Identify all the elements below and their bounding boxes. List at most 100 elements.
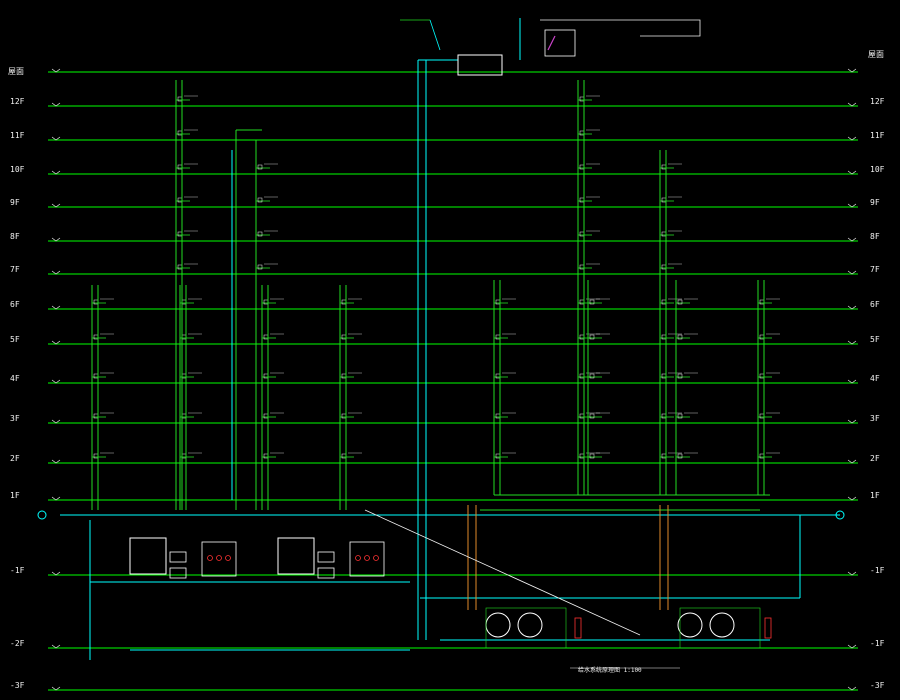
valve-symbol [677,373,683,379]
level-label-left: 1F [10,491,20,500]
water-tank [277,537,315,575]
pipe-end-marker [37,510,47,520]
elevation-marker [847,379,857,384]
elevation-marker [51,340,61,345]
pump [169,551,187,563]
valve-symbol [589,413,595,419]
drawing-caption: 给水系统原理图 1:100 [578,666,642,674]
level-label-left: 6F [10,300,20,309]
valve-symbol [677,299,683,305]
level-label-right: 11F [870,131,885,140]
level-label-left: 4F [10,374,20,383]
level-label-right: 5F [870,335,880,344]
elevation-marker [51,419,61,424]
pump-indicator [207,555,213,561]
elevation-marker [51,571,61,576]
elevation-marker [847,686,857,691]
level-label-left: 2F [10,454,20,463]
floor-lines [48,68,858,691]
elevation-marker [847,136,857,141]
level-label-right: 12F [870,97,885,106]
roof-water-tank [457,54,503,76]
control-panel [349,541,385,577]
elevation-marker [847,270,857,275]
elevation-marker [847,459,857,464]
level-label-left: 7F [10,265,20,274]
level-label-right: -1F [870,639,885,648]
level-label-right: 2F [870,454,880,463]
valve-symbol [677,453,683,459]
elevation-marker [847,68,857,73]
valve-symbol [589,373,595,379]
elevation-marker [51,305,61,310]
water-tank [129,537,167,575]
pump-indicator [373,555,379,561]
annotation-leader [429,19,441,51]
level-label-left: 9F [10,198,20,207]
pump-indicator [225,555,231,561]
level-label-left: -1F [10,566,25,575]
pump-group-frame [485,607,567,649]
elevation-marker [51,270,61,275]
level-label-right: 7F [870,265,880,274]
pump-group-frame [679,607,761,649]
valve-symbol [677,334,683,340]
level-label-right: 9F [870,198,880,207]
valve-symbol [589,299,595,305]
roof-label-left: 屋面 [8,67,24,76]
pump-indicator [355,555,361,561]
pressure-tank [517,612,543,638]
equipment-room [129,29,772,669]
level-label-left: -3F [10,681,25,690]
level-label-right: 8F [870,232,880,241]
pump [317,567,335,579]
valve-symbol [257,231,263,237]
roof-pump [544,29,576,57]
control-panel [201,541,237,577]
level-label-left: 10F [10,165,25,174]
elevation-marker [847,571,857,576]
elevation-marker [51,68,61,73]
pressure-tank [709,612,735,638]
elevation-marker [847,496,857,501]
elevation-marker [847,419,857,424]
level-label-right: -1F [870,566,885,575]
level-label-right: 4F [870,374,880,383]
elevation-marker [51,644,61,649]
level-label-right: 10F [870,165,885,174]
valve-symbol [257,264,263,270]
elevation-marker [847,340,857,345]
level-label-left: -2F [10,639,25,648]
filter-unit [574,617,582,639]
pump [317,551,335,563]
level-labels: 屋面 屋面 12F 11F 10F 9F 8F 7F 6F 5F 4F 3F 2F 1F -1F -2F -… [8,50,885,690]
elevation-marker [847,237,857,242]
elevation-marker [51,203,61,208]
valve-symbol [589,453,595,459]
elevation-marker [51,102,61,107]
level-label-left: 12F [10,97,25,106]
level-label-right: 1F [870,491,880,500]
pump-indicator [364,555,370,561]
roof-label-right: 屋面 [868,50,884,59]
level-label-right: -3F [870,681,885,690]
roof-pump-line [547,35,556,51]
diagonal-leader [364,509,641,636]
pipe-end-marker [835,510,845,520]
elevation-marker [51,686,61,691]
pump [169,567,187,579]
elevation-marker [51,170,61,175]
level-label-right: 3F [870,414,880,423]
pressure-tank [677,612,703,638]
elevation-marker [51,379,61,384]
elevation-marker [51,136,61,141]
elevation-marker [847,203,857,208]
elevation-marker [847,305,857,310]
level-label-left: 8F [10,232,20,241]
roof-pipe [620,19,701,37]
valve-symbol [677,413,683,419]
valve-symbol [257,164,263,170]
level-label-right: 6F [870,300,880,309]
valve-symbol [257,197,263,203]
